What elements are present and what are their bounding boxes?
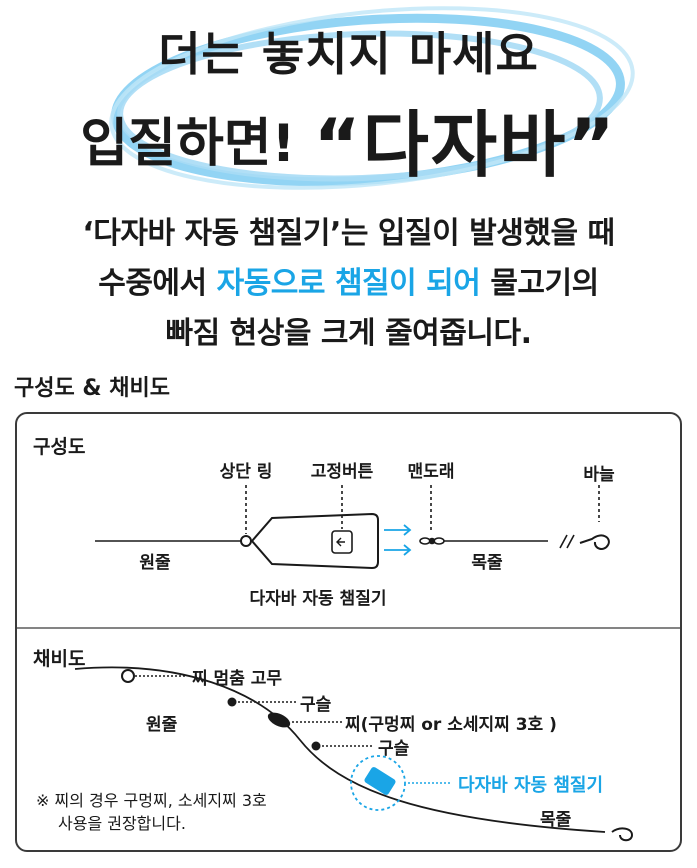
label-fixing-button: 고정버튼 [310, 462, 374, 482]
label-rig-main-line: 원줄 [146, 715, 178, 735]
swivel-icon [419, 537, 445, 545]
hero-prefix: 입질하면! [80, 114, 296, 174]
device-rig-shape [364, 767, 396, 795]
description-highlight: 자동으로 챔질이 되어 [216, 266, 481, 301]
device-body-shape [250, 512, 379, 570]
bead-lower-shape [311, 741, 321, 751]
float-shape [267, 712, 291, 728]
label-bead-lower: 구슬 [378, 739, 410, 759]
rig-note-line-1: ※ 찌의 경우 구멍찌, 소세지찌 3호 [36, 791, 267, 810]
diagram-panel [15, 412, 682, 852]
hero-subheadline: 입질하면! “다자바” [0, 86, 697, 191]
label-top-ring: 상단 링 [219, 462, 273, 482]
fixing-button-arrow-icon [336, 537, 345, 547]
float-stopper-shape [121, 669, 135, 683]
composition-title: 구성도 [33, 436, 86, 458]
label-float-stopper: 찌 멈춤 고무 [192, 669, 283, 689]
motion-arrows-icon [384, 524, 412, 556]
label-device: 다자바 자동 챔질기 [249, 589, 387, 609]
section-title: 구성도 & 채비도 [14, 376, 170, 401]
rig-note-line-2: 사용을 권장합니다. [58, 814, 186, 833]
bead-upper-shape [227, 697, 237, 707]
label-rig-leader-line: 목줄 [540, 810, 572, 830]
label-swivel: 맨도래 [407, 462, 455, 482]
hero-headline: 더는 놓치지 마세요 [158, 27, 539, 81]
hero-brand: “다자바” [313, 103, 617, 187]
device-highlight-circle [350, 755, 406, 811]
top-ring-shape [240, 535, 252, 547]
label-hook: 바늘 [583, 465, 615, 485]
label-main-line: 원줄 [139, 553, 171, 573]
line-break-icon [559, 534, 575, 549]
label-rig-device: 다자바 자동 챔질기 [458, 775, 604, 796]
description-line-2-end: 물고기의 [480, 266, 599, 301]
description-line-2: 수중에서 자동으로 챔질이 되어 물고기의 [0, 258, 697, 302]
rig-title: 채비도 [33, 648, 86, 670]
label-bead-upper: 구슬 [300, 695, 332, 715]
label-leader-line: 목줄 [471, 553, 503, 573]
description-line-1: ‘다자바 자동 챔질기’는 입질이 발생했을 때 [82, 216, 615, 251]
rig-hook-icon [611, 827, 634, 842]
description-line-3: 빠짐 현상을 크게 줄여줍니다. [165, 316, 532, 351]
description-line-2-start: 수중에서 [98, 266, 217, 301]
hook-icon [579, 534, 610, 550]
rig-line-stroke [74, 666, 606, 833]
label-float: 찌(구멍찌 or 소세지찌 3호 ) [345, 715, 557, 735]
